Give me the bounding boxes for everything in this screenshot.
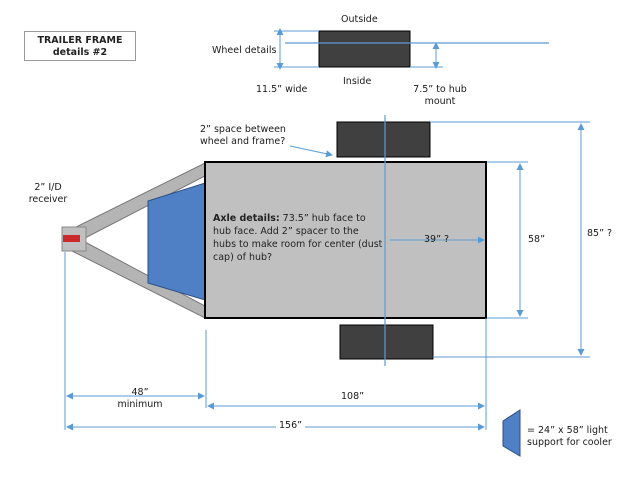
title-line-1: TRAILER FRAME	[37, 35, 123, 46]
overall-width-label: 85” ?	[587, 228, 613, 239]
wheel-spacing-line-1: 2” space between	[200, 124, 286, 135]
tongue-length-value: 48”	[131, 387, 149, 398]
receiver-marker	[63, 235, 80, 242]
inside-label: Inside	[343, 76, 372, 87]
title-box: TRAILER FRAME details #2	[24, 31, 136, 61]
receiver-callout: 2” I/D receiver	[22, 182, 74, 206]
axle-details-text: Axle details: 73.5” hub face to hub face…	[213, 212, 383, 264]
legend-line-1: = 24” x 58” light	[527, 425, 608, 436]
receiver-line-2: receiver	[28, 194, 68, 205]
title-line-2: details #2	[52, 47, 108, 58]
axle-details-body: 73.5” hub face to hub face. Add 2” space…	[213, 213, 383, 263]
frame-width-label: 58”	[528, 234, 546, 245]
legend-support-icon	[502, 409, 521, 457]
wheel-spacing-arrow	[289, 145, 333, 158]
wheel-width-label: 11.5” wide	[256, 84, 308, 95]
outside-label: Outside	[341, 14, 378, 25]
tire-lower	[339, 324, 434, 360]
wheel-spacing-callout: 2” space between wheel and frame?	[200, 124, 286, 148]
hub-mount-label: 7.5” to hub mount	[408, 84, 472, 108]
box-length-label: 108”	[341, 391, 365, 402]
legend-line-2: support for cooler	[527, 437, 612, 448]
half-width-label: 39” ?	[424, 234, 450, 245]
hub-mount-line-2: mount	[424, 96, 456, 107]
receiver-line-1: 2” I/D	[34, 182, 62, 193]
overall-length-label: 156”	[276, 420, 306, 432]
wheel-details-label: Wheel details	[212, 45, 277, 56]
wheel-detail-tire	[318, 30, 411, 68]
tongue-length-note: minimum	[117, 399, 163, 410]
tire-upper	[336, 121, 431, 158]
hub-mount-line-1: 7.5” to hub	[413, 84, 467, 95]
axle-details-heading: Axle details:	[213, 213, 280, 224]
tongue-length-label: 48” minimum	[112, 387, 168, 411]
cooler-support	[147, 182, 206, 301]
legend-text: = 24” x 58” light support for cooler	[527, 425, 612, 449]
wheel-spacing-line-2: wheel and frame?	[200, 136, 286, 147]
